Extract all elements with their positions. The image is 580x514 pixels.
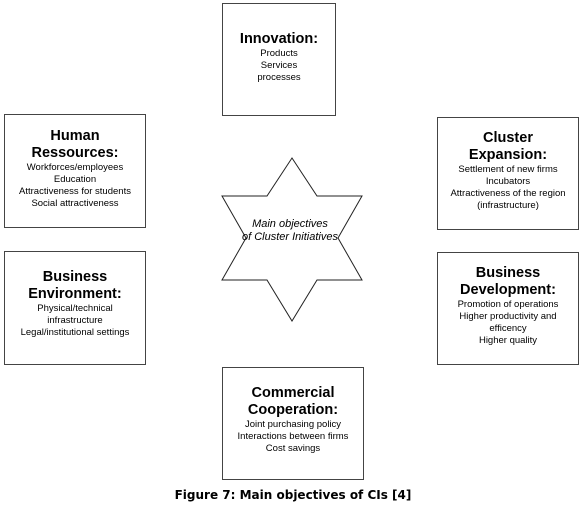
- box-item: Joint purchasing policy: [244, 419, 342, 430]
- box-title: Expansion:: [468, 147, 548, 163]
- box-item: Promotion of operations: [457, 299, 559, 310]
- star-label-line-1: Main objectives: [252, 218, 328, 230]
- box-item: Legal/institutional settings: [20, 327, 130, 338]
- box-item: Education: [53, 174, 97, 185]
- box-item: Incubators: [485, 176, 531, 187]
- box-item: infrastructure: [47, 315, 103, 326]
- star-label: Main objectives of Cluster Initiatives: [210, 218, 370, 244]
- box-title: Human: [50, 128, 100, 144]
- figure-caption: Figure 7: Main objectives of CIs [4]: [174, 488, 412, 502]
- box-item: Services: [260, 60, 298, 71]
- box-title: Business: [475, 265, 541, 281]
- box-item: Products: [260, 48, 298, 59]
- human-resources-box: Human Ressources: Workforces/employees E…: [4, 114, 146, 228]
- box-title: Business: [42, 269, 108, 285]
- innovation-box: Innovation: Products Services processes: [222, 3, 336, 116]
- box-title: Cluster: [483, 130, 533, 146]
- business-development-box: Business Development: Promotion of opera…: [437, 252, 579, 365]
- box-item: Attractiveness for students: [19, 186, 131, 197]
- business-environment-box: Business Environment: Physical/technical…: [4, 251, 146, 365]
- box-item: efficency: [489, 323, 527, 334]
- six-pointed-star: [221, 157, 363, 322]
- box-title: Cooperation:: [247, 402, 339, 418]
- box-item: Interactions between firms: [237, 431, 349, 442]
- box-title: Development:: [460, 282, 556, 298]
- box-item: Settlement of new firms: [458, 164, 558, 175]
- box-title: Environment:: [28, 286, 122, 302]
- star-label-line-2: of Cluster Initiatives: [242, 231, 338, 243]
- box-item: Social attractiveness: [31, 198, 119, 209]
- box-title: Innovation:: [239, 31, 319, 47]
- commercial-cooperation-box: Commercial Cooperation: Joint purchasing…: [222, 367, 364, 480]
- cluster-expansion-box: Cluster Expansion: Settlement of new fir…: [437, 117, 579, 230]
- box-item: Workforces/employees: [26, 162, 124, 173]
- box-title: Commercial: [251, 385, 335, 401]
- box-title: Ressources:: [31, 145, 119, 161]
- box-item: Attractiveness of the region: [450, 188, 566, 199]
- box-item: Cost savings: [265, 443, 321, 454]
- box-item: processes: [257, 72, 301, 83]
- box-item: (infrastructure): [477, 200, 539, 211]
- box-item: Physical/technical: [37, 303, 113, 314]
- box-item: Higher quality: [478, 335, 538, 346]
- box-item: Higher productivity and: [459, 311, 557, 322]
